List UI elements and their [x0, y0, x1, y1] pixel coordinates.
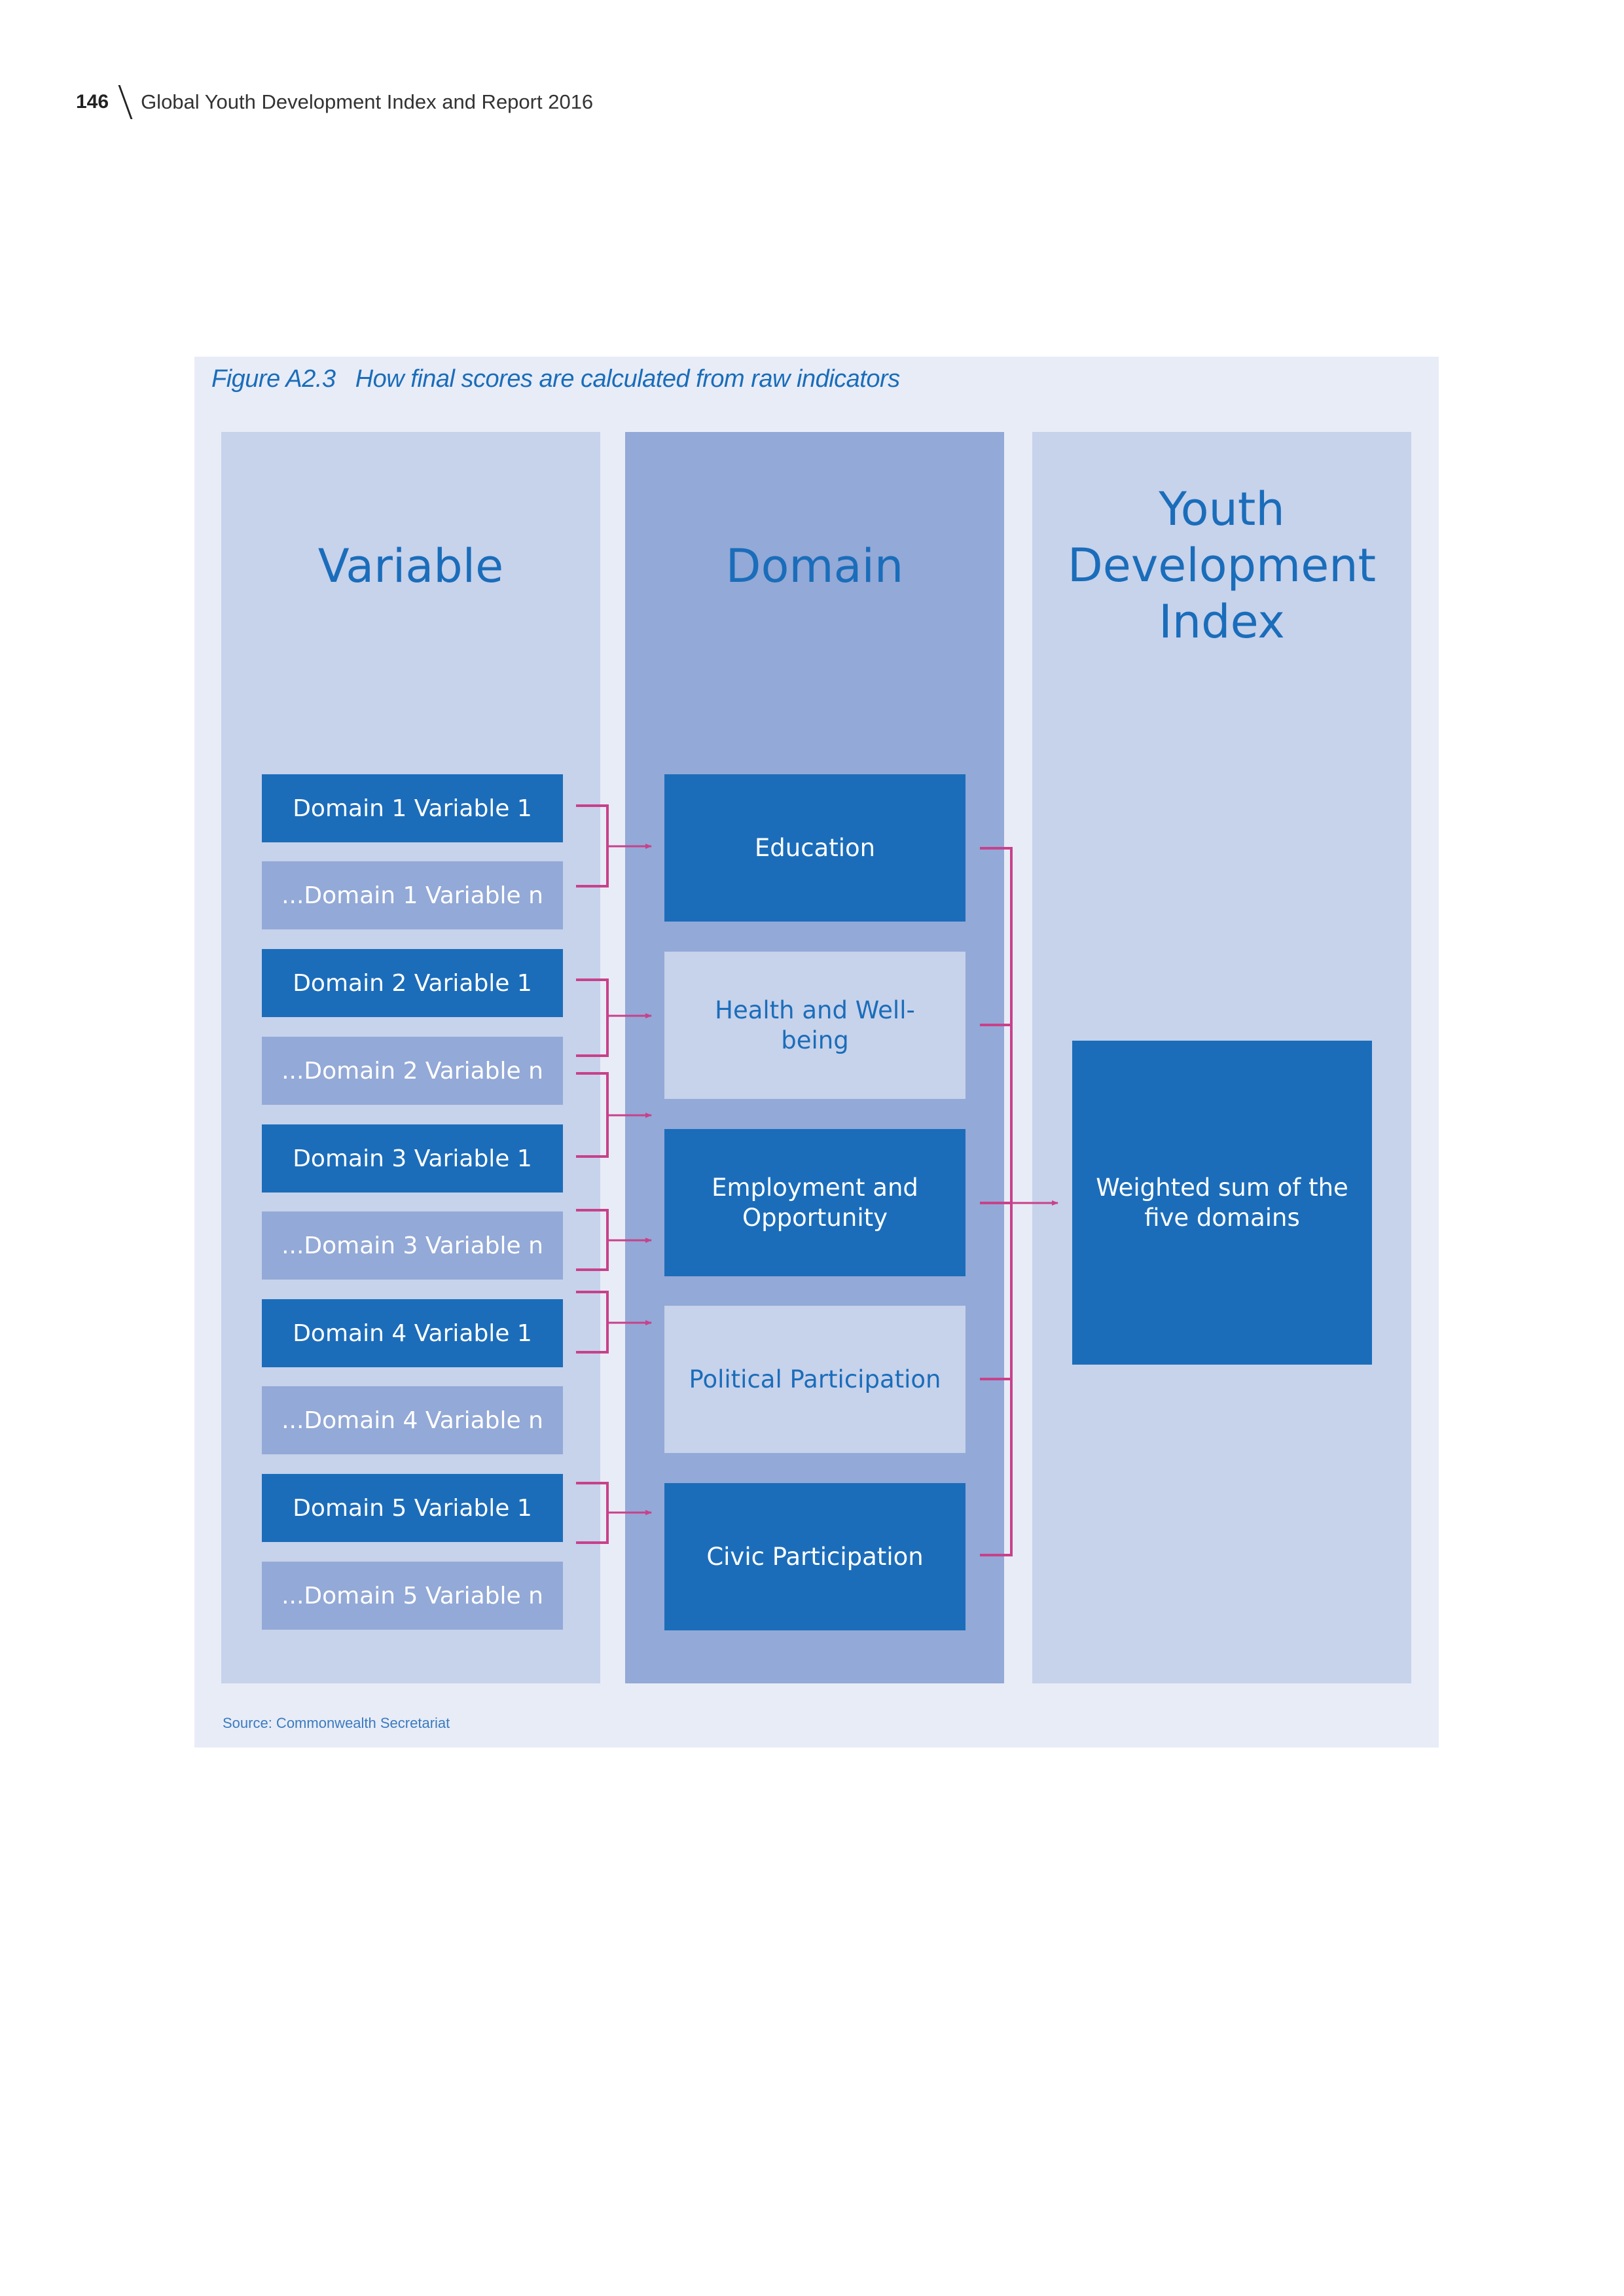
variable-box: ...Domain 4 Variable n [262, 1386, 563, 1454]
domain-box-political: Political Participation [664, 1306, 965, 1453]
variable-heading: Variable [317, 539, 504, 593]
report-title: Global Youth Development Index and Repor… [141, 90, 594, 113]
variable-box: ...Domain 3 Variable n [262, 1211, 563, 1280]
variable-box: ...Domain 5 Variable n [262, 1562, 563, 1630]
figure-title: Figure A2.3 How final scores are calcula… [211, 365, 900, 393]
weighted-sum-box: Weighted sum of the five domains [1072, 1041, 1372, 1365]
index-heading: Youth Development Index [1032, 481, 1411, 650]
variable-box: Domain 3 Variable 1 [262, 1124, 563, 1193]
header-separator [118, 85, 133, 119]
page-number: 146 [76, 91, 109, 113]
index-heading-line: Index [1159, 595, 1285, 649]
domain-heading: Domain [725, 539, 904, 593]
variable-box: ...Domain 2 Variable n [262, 1037, 563, 1105]
domain-box-education: Education [664, 774, 965, 922]
variable-box: Domain 5 Variable 1 [262, 1474, 563, 1542]
index-heading-line: Youth [1159, 482, 1285, 536]
variable-box: Domain 1 Variable 1 [262, 774, 563, 842]
variable-box: ...Domain 1 Variable n [262, 861, 563, 929]
domain-box-employment: Employment and Opportunity [664, 1129, 965, 1276]
domain-box-health: Health and Well-being [664, 952, 965, 1099]
domain-box-civic: Civic Participation [664, 1483, 965, 1630]
page-header: 146 Global Youth Development Index and R… [76, 82, 593, 122]
variable-box: Domain 2 Variable 1 [262, 949, 563, 1017]
index-heading-line: Development [1067, 539, 1377, 592]
variable-box: Domain 4 Variable 1 [262, 1299, 563, 1367]
figure-source: Source: Commonwealth Secretariat [223, 1715, 450, 1731]
